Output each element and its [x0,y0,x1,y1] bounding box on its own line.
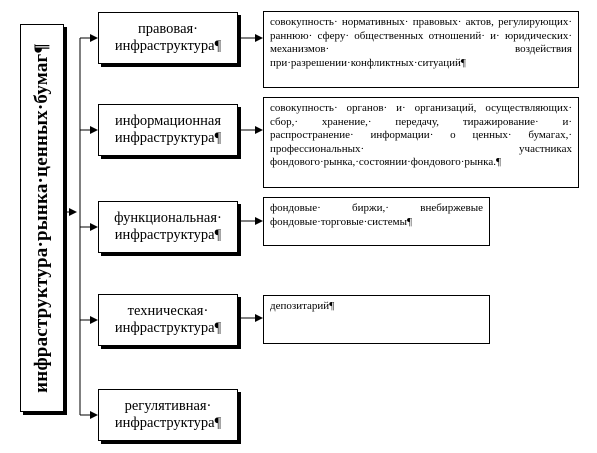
description-box-technical: депозитарий¶ [263,295,490,344]
category-legal-line2: инфраструктура¶ [114,38,222,54]
description-box-information: совокупность· органов· и· организаций, о… [263,97,579,188]
category-technical-line2: инфраструктура¶ [114,320,222,336]
category-functional-line1: функциональная· [114,210,222,226]
main-concept-box: инфраструктура·рынка·ценных·бумаг¶ [20,24,64,412]
category-box-information: информационная инфраструктура¶ [98,104,238,156]
category-label-information: информационная инфраструктура¶ [115,113,221,147]
description-box-legal: совокупность· нормативных· правовых· акт… [263,11,579,88]
category-legal-line1: правовая· [137,21,199,37]
description-box-functional: фондовые· биржи,· внебиржевые фондовые·т… [263,197,490,246]
category-label-technical: техническая· инфраструктура¶ [115,303,221,337]
category-information-line2: инфраструктура¶ [114,130,222,146]
description-text-information: совокупность· органов· и· организаций, о… [270,102,572,169]
category-box-technical: техническая· инфраструктура¶ [98,294,238,346]
category-technical-line1: техническая· [127,303,209,319]
category-information-line1: информационная [114,113,222,129]
category-box-legal: правовая· инфраструктура¶ [98,12,238,64]
category-regulatory-line2: инфраструктура¶ [114,415,222,431]
description-text-technical: депозитарий¶ [270,300,335,312]
category-box-regulatory: регулятивная· инфраструктура¶ [98,389,238,441]
category-box-functional: функциональная· инфраструктура¶ [98,201,238,253]
category-label-legal: правовая· инфраструктура¶ [115,21,221,55]
category-label-functional: функциональная· инфраструктура¶ [114,210,222,244]
category-label-regulatory: регулятивная· инфраструктура¶ [115,398,221,432]
description-text-functional: фондовые· биржи,· внебиржевые фондовые·т… [270,202,483,228]
category-functional-line2: инфраструктура¶ [114,227,222,243]
main-concept-label: инфраструктура·рынка·ценных·бумаг¶ [31,43,52,393]
category-regulatory-line1: регулятивная· [124,398,212,414]
description-text-legal: совокупность· нормативных· правовых· акт… [270,16,572,69]
